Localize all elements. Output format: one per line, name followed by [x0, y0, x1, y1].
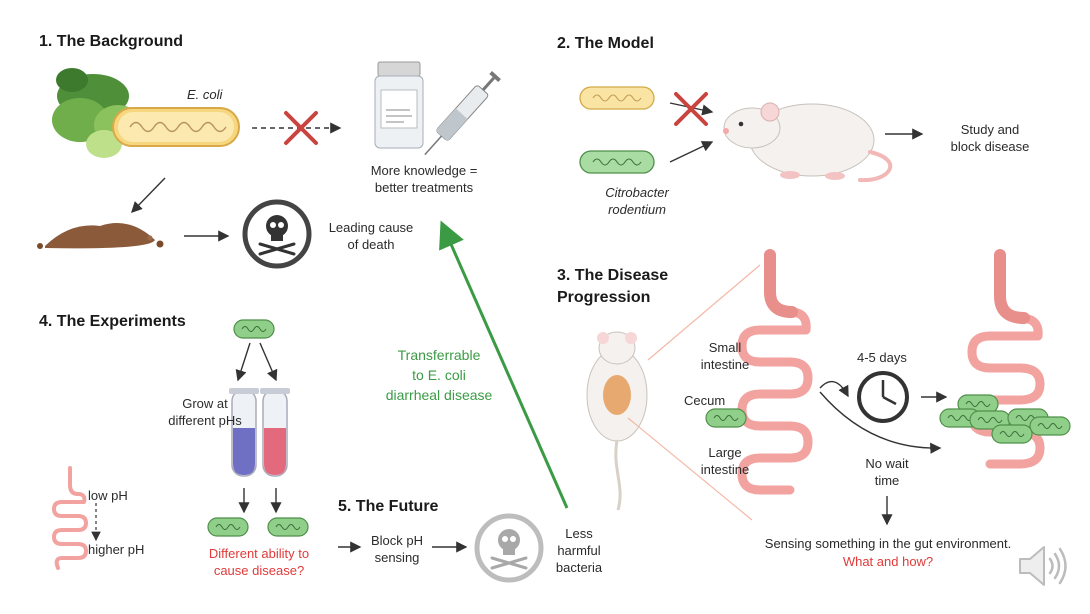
- syringe-icon: [424, 71, 501, 156]
- ecoli-bacterium-icon: [112, 107, 240, 147]
- cecum-label: Cecum: [684, 393, 726, 408]
- pill-bottle-icon: [374, 61, 424, 149]
- death-text: Leading cause of death: [328, 220, 414, 252]
- mouse-icon: [723, 102, 893, 183]
- soil-icon: [37, 223, 164, 249]
- heading-experiments: 4. The Experiments: [39, 313, 186, 330]
- x-mark-model-icon: [674, 92, 708, 126]
- test-tube-high-ph-icon: [260, 388, 290, 477]
- less-harmful-text: Less harmful bacteria: [555, 526, 603, 575]
- small-intestine-label: Small intestine: [700, 340, 750, 372]
- heading-future: 5. The Future: [338, 498, 439, 515]
- x-mark-icon: [284, 111, 318, 145]
- days-label: 4-5 days: [857, 350, 907, 365]
- heading-model: 2. The Model: [557, 35, 654, 52]
- no-wait-label: No wait time: [865, 456, 909, 488]
- skull-icon-death: [242, 199, 312, 269]
- block-text: Block pH sensing: [370, 533, 424, 565]
- heading-background: 1. The Background: [39, 33, 184, 50]
- higher-ph-label: higher pH: [88, 542, 145, 557]
- heading-progression: 3. The Disease Progression: [557, 267, 669, 306]
- ecoli-bacterium-model: [579, 86, 655, 110]
- speaker-icon[interactable]: [1016, 543, 1070, 589]
- question-text: What and how?: [842, 554, 934, 569]
- citrobacter-bacterium-icon: [579, 150, 655, 174]
- bacterium-result-1-icon: [207, 517, 249, 537]
- study-text: Study and block disease: [950, 122, 1030, 154]
- intestine-icon-large: [737, 249, 813, 495]
- bacterium-cecum-icon: [705, 408, 747, 428]
- transfer-text: Transferrable to E. coli diarrheal disea…: [385, 347, 493, 403]
- citrobacter-label: Citrobacter rodentium: [605, 185, 669, 217]
- large-intestine-label: Large intestine: [700, 445, 750, 477]
- sensing-text: Sensing something in the gut environment…: [764, 536, 1012, 551]
- clock-icon: [857, 371, 909, 423]
- knowledge-text: More knowledge = better treatments: [370, 163, 478, 195]
- intestine-icon-small: [52, 466, 88, 570]
- grow-text: Grow at different pHs: [168, 396, 242, 428]
- low-ph-label: low pH: [88, 488, 128, 503]
- skull-icon-less-harmful: [474, 513, 544, 583]
- test-tube-low-ph-icon: [229, 388, 259, 477]
- ability-text: Different ability to cause disease?: [208, 546, 310, 578]
- bacterium-result-2-icon: [267, 517, 309, 537]
- bacterium-experiment-icon: [233, 319, 275, 339]
- ecoli-label: E. coli: [187, 87, 223, 102]
- mouse-topdown-icon: [586, 331, 648, 511]
